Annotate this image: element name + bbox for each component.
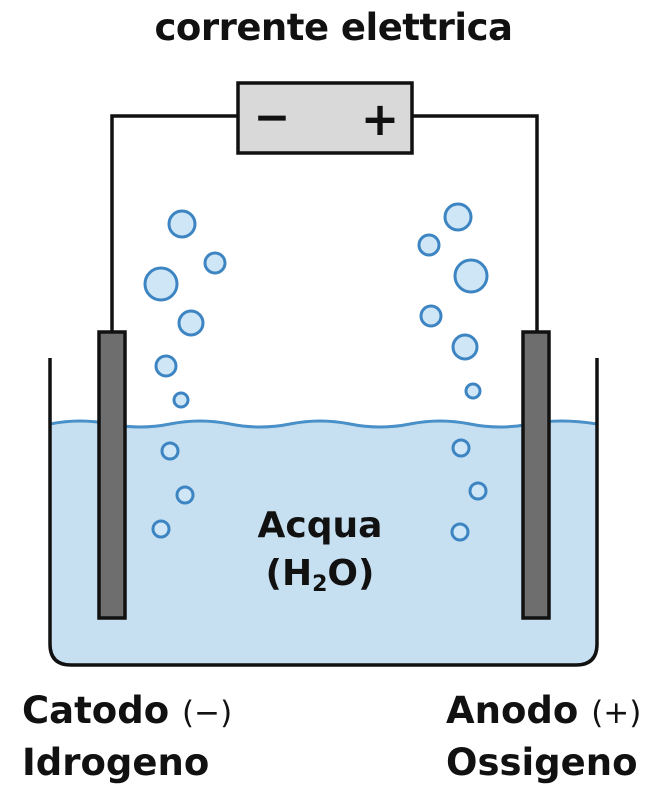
anode-title: Anodo (+)	[446, 686, 641, 738]
anode-name: Anodo	[446, 689, 579, 732]
water-formula-close: O)	[327, 553, 375, 594]
bubble	[451, 438, 471, 458]
water-formula-open: (H	[265, 553, 313, 594]
bubble	[167, 209, 197, 239]
cathode-gas: Idrogeno	[22, 741, 210, 784]
bubble	[151, 519, 171, 539]
cathode-title: Catodo (−)	[22, 686, 232, 738]
oxygen-bubbles	[417, 202, 489, 542]
anode-label: Anodo (+) Ossigeno	[446, 686, 641, 788]
bubble	[417, 233, 441, 257]
hydrogen-bubbles	[143, 209, 227, 539]
cathode-name: Catodo	[22, 689, 170, 732]
bubble	[443, 202, 473, 232]
bubble	[451, 333, 479, 361]
cathode-electrode	[97, 330, 127, 620]
bubble	[177, 309, 205, 337]
water-body	[50, 421, 597, 665]
bubble	[160, 441, 180, 461]
water-label: Acqua (H2O)	[220, 502, 420, 609]
diagram-title: corrente elettrica	[154, 6, 513, 49]
anode-electrode	[521, 330, 551, 620]
wire-right	[412, 114, 539, 332]
water-name: Acqua	[257, 505, 383, 546]
water-formula-subscript: 2	[312, 572, 328, 597]
bubble	[453, 258, 489, 294]
bubble	[175, 485, 195, 505]
bubble	[143, 266, 179, 302]
bubble	[154, 354, 178, 378]
water-surface	[49, 419, 598, 429]
anode-sign: (+)	[591, 695, 642, 731]
bubble	[419, 304, 443, 328]
battery	[236, 81, 414, 155]
anode-gas: Ossigeno	[446, 741, 638, 784]
cathode-sign: (−)	[182, 695, 233, 731]
cathode-label: Catodo (−) Idrogeno	[22, 686, 232, 788]
wire-left	[110, 114, 238, 332]
battery-positive-terminal: +	[361, 92, 400, 146]
bubble	[464, 382, 482, 400]
bubble	[450, 522, 470, 542]
bubble	[203, 251, 227, 275]
bubble	[172, 391, 190, 409]
bubble	[468, 481, 488, 501]
beaker	[48, 358, 599, 667]
battery-negative-terminal: −	[254, 92, 291, 143]
water-formula: (H2O)	[220, 550, 420, 609]
